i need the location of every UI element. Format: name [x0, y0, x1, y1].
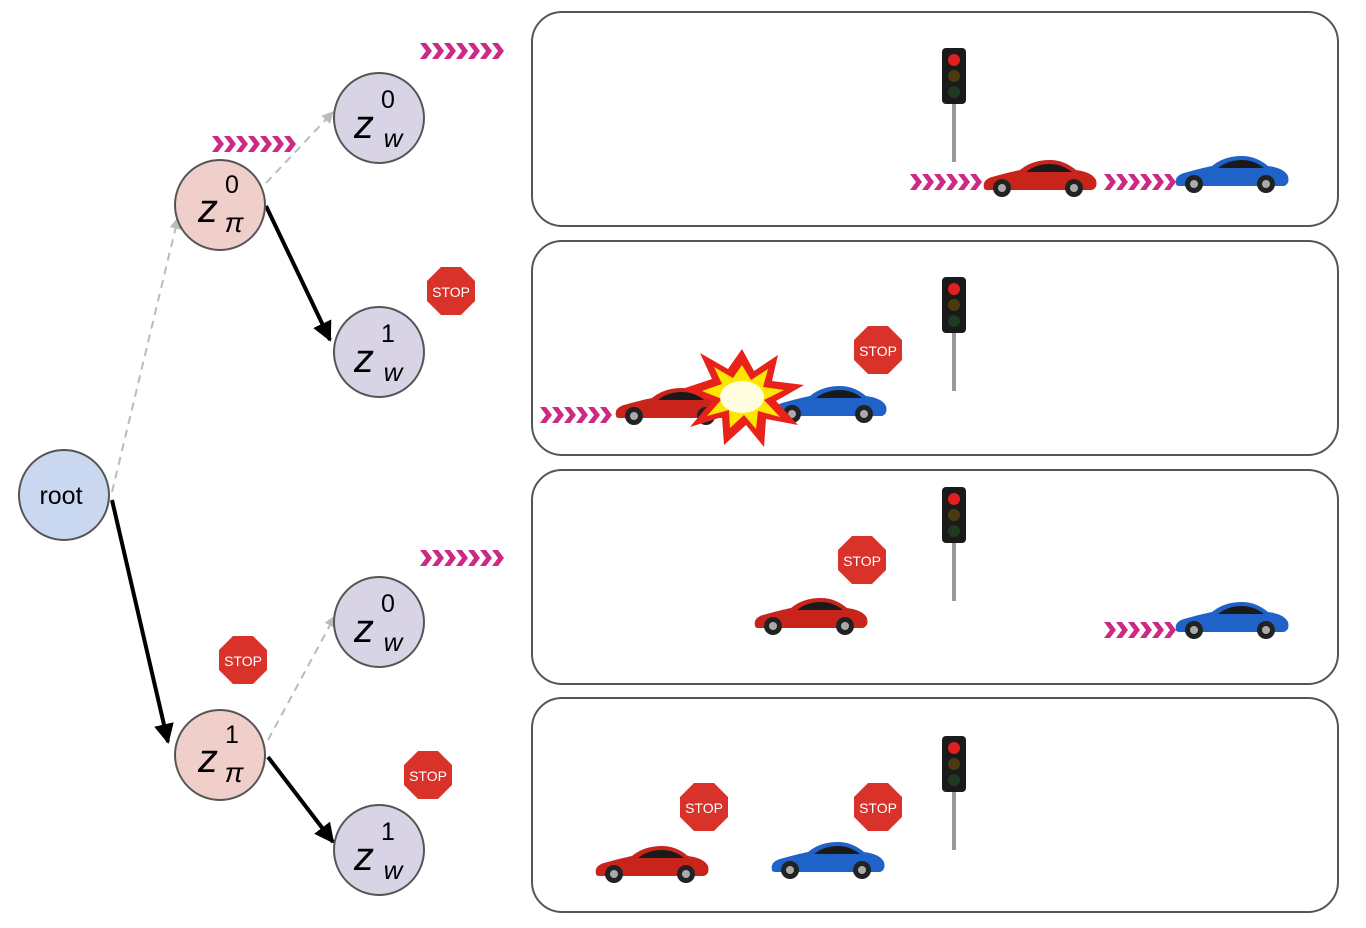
policy-node-1-letter: z [197, 737, 218, 781]
world-node-3-letter: z [353, 835, 374, 879]
traffic-light-icon [942, 48, 966, 162]
stop-sign-label: STOP [409, 768, 447, 784]
world-node-2-sub: w [384, 627, 405, 657]
policy-node-1-sup: 1 [225, 721, 239, 749]
red-car-icon [754, 598, 868, 635]
world-node-2-sup: 0 [381, 590, 395, 618]
policy-node-1-sub: π [225, 757, 245, 788]
traffic-light-icon [942, 487, 966, 601]
stop-sign-label: STOP [859, 343, 897, 359]
policy-node-0: z 0 π [174, 159, 266, 251]
edge-policy1-world3 [266, 755, 335, 844]
red-car-icon [983, 160, 1097, 197]
edge-root-policy1 [110, 499, 174, 744]
scenario-panel-2: STOP [531, 240, 1339, 456]
policy-node-1: z 1 π [174, 709, 266, 801]
world-node-1-letter: z [353, 337, 374, 381]
policy-node-0-sub: π [225, 207, 245, 238]
scenario-panel-4: STOP STOP [531, 697, 1339, 913]
root-label: root [39, 482, 82, 510]
red-car-icon [595, 846, 709, 883]
go-chevrons-icon [420, 550, 504, 566]
root-node: root [18, 449, 110, 541]
edge-root-policy0 [111, 216, 182, 493]
world-node-2: z 0 w [333, 576, 425, 668]
collision-burst-icon [682, 349, 804, 447]
stop-sign-icon: STOP [838, 536, 886, 584]
policy-node-0-sup: 0 [225, 171, 239, 199]
scenario-panel-3: STOP [531, 469, 1339, 685]
stop-sign-icon: STOP [219, 636, 267, 684]
traffic-light-icon [942, 277, 966, 391]
world-node-3: z 1 w [333, 804, 425, 896]
blue-car-icon [1175, 602, 1289, 639]
edge-policy0-world1 [264, 205, 332, 342]
blue-car-icon [771, 842, 885, 879]
world-node-3-sub: w [384, 855, 405, 885]
edge-policy0-world0 [265, 111, 334, 184]
stop-sign-icon: STOP [404, 751, 452, 799]
stop-sign-icon: STOP [854, 783, 902, 831]
world-node-3-sup: 1 [381, 818, 395, 846]
world-node-0-sup: 0 [381, 86, 395, 114]
go-chevrons-icon [420, 43, 504, 59]
tree-edges [110, 111, 336, 844]
traffic-light-icon [942, 736, 966, 850]
stop-sign-label: STOP [685, 800, 723, 816]
stop-sign-icon: STOP [427, 267, 475, 315]
world-node-0: z 0 w [333, 72, 425, 164]
world-node-2-letter: z [353, 607, 374, 651]
stop-sign-label: STOP [859, 800, 897, 816]
world-node-0-letter: z [353, 103, 374, 147]
world-node-1: z 1 w [333, 306, 425, 398]
world-node-0-sub: w [384, 123, 405, 153]
stop-sign-label: STOP [843, 553, 881, 569]
policy-node-0-letter: z [197, 187, 218, 231]
scenario-panel-1 [531, 11, 1339, 227]
stop-sign-label: STOP [224, 653, 262, 669]
edge-policy1-world2 [267, 614, 336, 741]
stop-sign-label: STOP [432, 284, 470, 300]
world-node-1-sup: 1 [381, 320, 395, 348]
stop-sign-icon: STOP [854, 326, 902, 374]
blue-car-icon [1175, 156, 1289, 193]
stop-sign-icon: STOP [680, 783, 728, 831]
world-node-1-sub: w [384, 357, 405, 387]
blue-car-icon [773, 386, 887, 423]
go-chevrons-icon [212, 136, 296, 152]
